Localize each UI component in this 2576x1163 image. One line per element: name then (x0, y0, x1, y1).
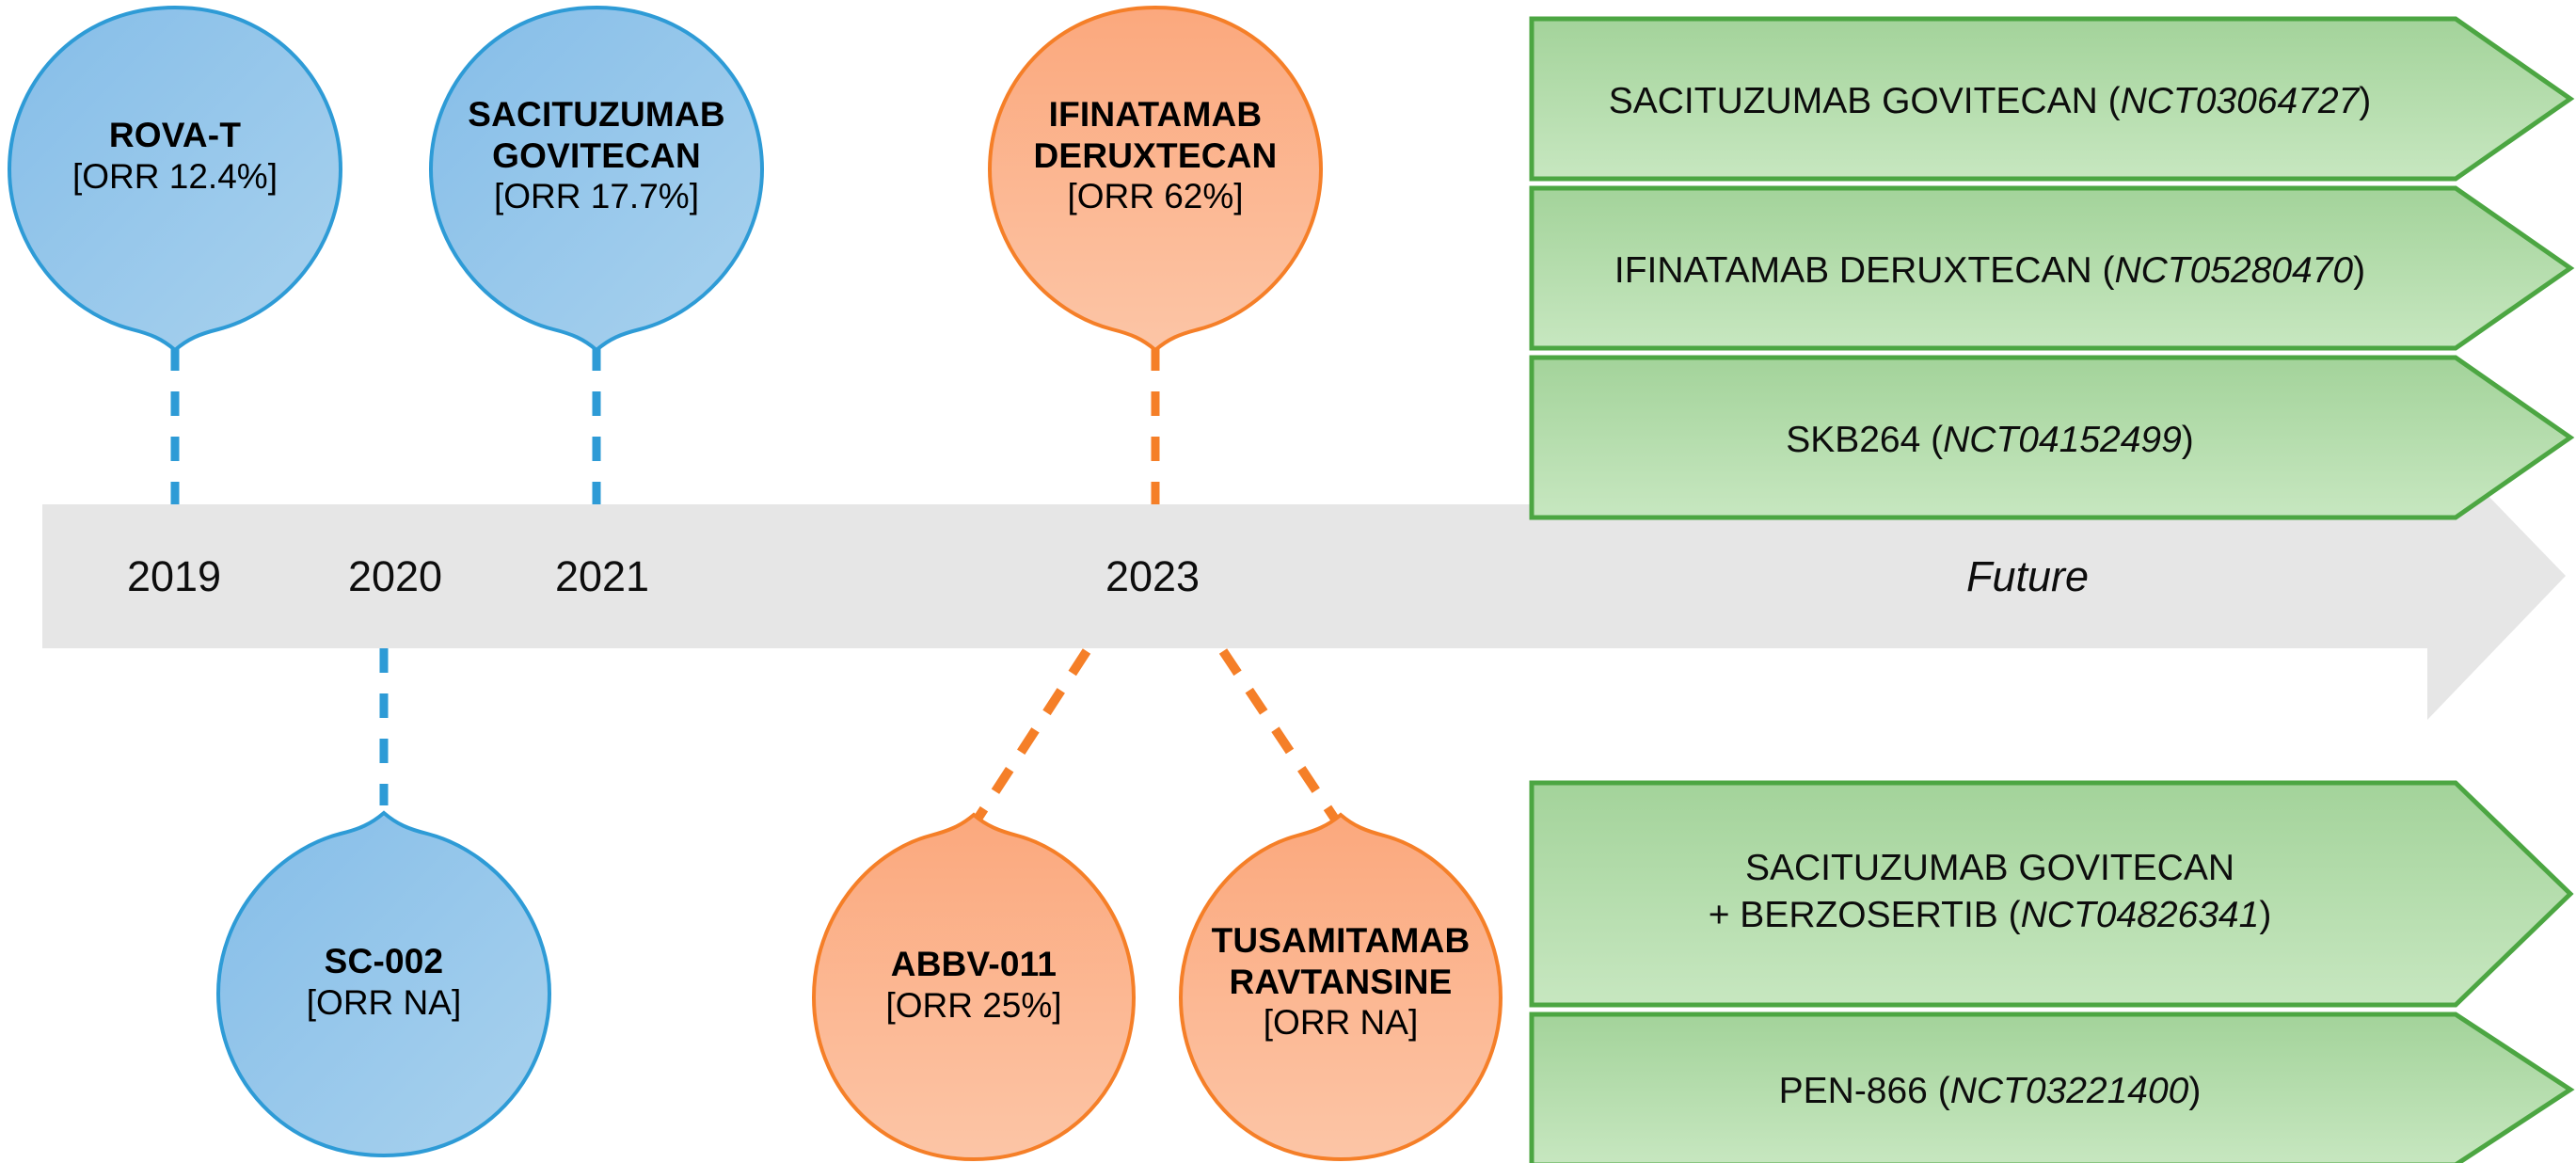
banner-bottom-1[interactable] (1529, 780, 2574, 1008)
balloon-abbv-011[interactable] (811, 812, 1137, 1162)
banner-top-3[interactable] (1529, 355, 2575, 520)
balloon-rova-t[interactable] (7, 5, 343, 353)
year-label-2023: 2023 (1105, 552, 1201, 600)
connector-abbv-011 (968, 648, 1091, 829)
balloon-sacituzumab-govitecan[interactable] (428, 5, 765, 353)
year-label-2021: 2021 (554, 552, 650, 600)
future-label: Future (1966, 552, 2090, 600)
year-label-2020: 2020 (347, 552, 443, 600)
banner-top-1[interactable] (1529, 16, 2575, 182)
year-label-2019: 2019 (126, 552, 222, 600)
balloon-ifinatamab-deruxtecan[interactable] (987, 5, 1324, 353)
balloon-tusamitamab-ravtansine[interactable] (1178, 812, 1503, 1162)
connector-tusamitamab-ravtansine (1218, 648, 1344, 829)
balloon-sc-002[interactable] (215, 810, 552, 1158)
banner-bottom-2[interactable] (1529, 1012, 2575, 1163)
banner-top-2[interactable] (1529, 185, 2575, 351)
